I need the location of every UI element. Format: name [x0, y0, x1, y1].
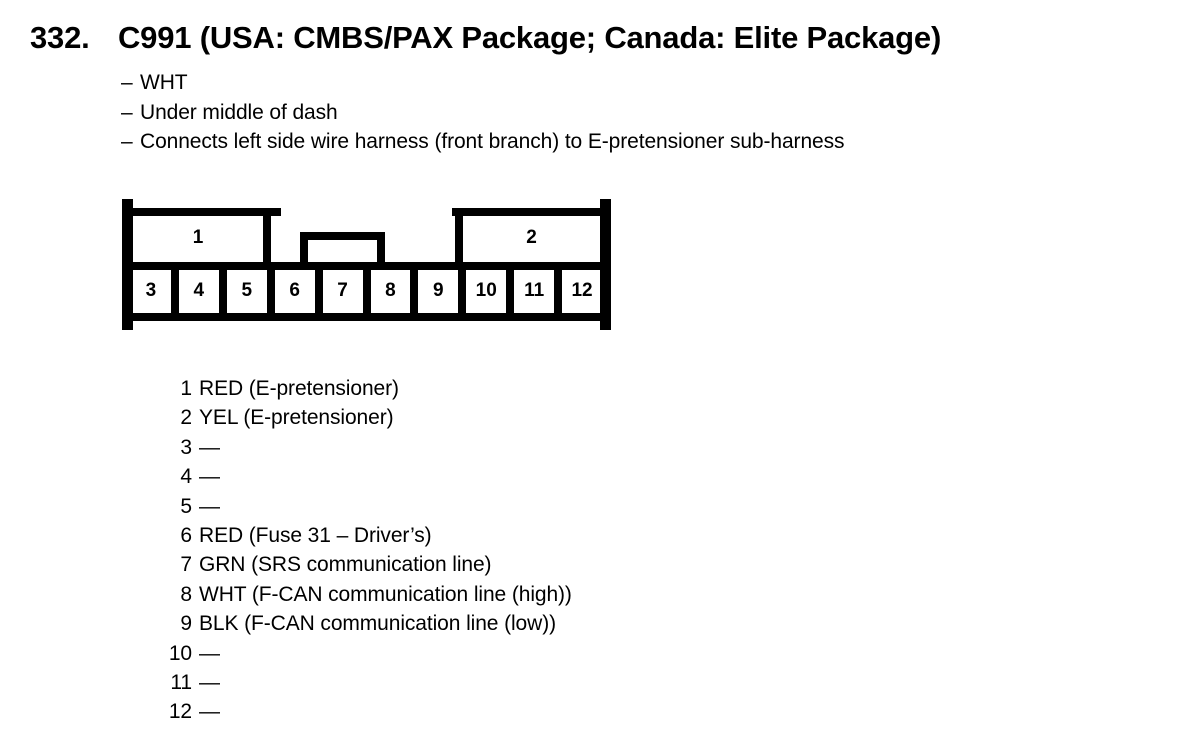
- pin-list-number: 6: [180, 523, 192, 547]
- pin-list-row: 11 —: [140, 668, 1040, 697]
- description-line-text: WHT: [140, 71, 188, 94]
- connector-pin-divider: [506, 262, 515, 321]
- page-title: 332. C991 (USA: CMBS/PAX Package; Canada:…: [30, 19, 1190, 59]
- connector-top-rail-left: [127, 208, 281, 216]
- pin-list-description: —: [199, 465, 220, 489]
- connector-notch-bottom-left: [127, 321, 133, 330]
- pin-list-number: 11: [170, 670, 192, 694]
- connector-top-rail-right: [452, 208, 605, 216]
- pin-list-row: 9 BLK (F-CAN communication line (low)): [140, 609, 1040, 638]
- pin-list-row: 3—: [140, 433, 1040, 462]
- connector-pin-divider: [362, 262, 371, 321]
- pin-list-number: 7: [180, 553, 192, 577]
- connector-pin-divider: [458, 262, 467, 321]
- pin-list-row: 2 YEL (E-pretensioner): [140, 403, 1040, 432]
- pin-list-description: BLK (F-CAN communication line (low)): [199, 612, 556, 636]
- connector-block1-edge: [263, 208, 271, 270]
- pin-list-number: 9: [180, 612, 192, 636]
- connector-pin-8: 8: [385, 280, 396, 301]
- pin-list-number: 3: [180, 435, 192, 459]
- description-line-text: Under middle of dash: [140, 100, 338, 124]
- connector-pin-5: 5: [241, 280, 253, 301]
- connector-pin-3: 3: [145, 280, 157, 301]
- connector-diagram: 1 2 3 4 5 6 7 8 9 10 11 12: [122, 199, 611, 330]
- connector-pin-divider: [170, 262, 179, 321]
- pin-list-row: 10 —: [140, 639, 1040, 668]
- connector-center-tab-left: [300, 232, 308, 270]
- page-title-text: C991 (USA: CMBS/PAX Package; Canada: Eli…: [118, 20, 942, 55]
- connector-pin-10: 10: [475, 280, 497, 301]
- pin-list-description: —: [199, 670, 220, 694]
- pin-list-number: 4: [180, 465, 192, 489]
- connector-block2-edge: [455, 208, 463, 270]
- connector-block-label-1: 1: [192, 227, 204, 248]
- connector-pin-12: 12: [571, 280, 593, 301]
- description-dash: –: [121, 71, 133, 94]
- description-line: –WHT: [121, 68, 1121, 98]
- connector-pin-4: 4: [193, 280, 205, 301]
- pin-list-description: —: [199, 700, 220, 724]
- connector-block-label-2: 2: [526, 227, 537, 248]
- pin-list-row: 6 RED (Fuse 31 – Driver’s): [140, 521, 1040, 550]
- pin-list-row: 5—: [140, 492, 1040, 521]
- connector-center-tab-top: [300, 232, 385, 240]
- pin-list-description: —: [199, 641, 220, 665]
- pin-assignment-list: 1 RED (E-pretensioner) 2 YEL (E-pretensione…: [140, 374, 1040, 727]
- pin-list-number: 12: [168, 700, 192, 724]
- pin-list-description: —: [199, 435, 220, 459]
- description-line-text: Connects left side wire harness (front b…: [140, 130, 845, 153]
- pin-list-row: 4—: [140, 462, 1040, 491]
- pin-list-description: WHT (F-CAN communication line (high)): [199, 582, 572, 606]
- connector-pin-6: 6: [289, 280, 300, 301]
- pin-list-row: 12 —: [140, 697, 1040, 726]
- pin-list-description: YEL (E-pretensioner): [199, 406, 394, 430]
- description-line: –Under middle of dash: [121, 98, 1121, 128]
- pin-list-row: 1 RED (E-pretensioner): [140, 374, 1040, 403]
- description-list: –WHT –Under middle of dash –Connects lef…: [121, 68, 1121, 157]
- description-line: –Connects left side wire harness (front …: [121, 127, 1121, 157]
- connector-pin-divider: [554, 262, 563, 321]
- pin-list-number: 2: [180, 406, 192, 430]
- connector-pin-11: 11: [524, 280, 545, 301]
- pin-list-row: 8 WHT (F-CAN communication line (high)): [140, 580, 1040, 609]
- description-dash: –: [121, 100, 133, 124]
- connector-pin-9: 9: [433, 280, 444, 301]
- pin-list-description: RED (Fuse 31 – Driver’s): [199, 523, 432, 547]
- pin-list-row: 7 GRN (SRS communication line): [140, 550, 1040, 579]
- connector-pin-divider: [410, 262, 419, 321]
- pin-list-number: 8: [180, 582, 192, 606]
- pin-list-description: GRN (SRS communication line): [199, 553, 492, 577]
- pin-list-number: 10: [168, 641, 192, 665]
- connector-pin-7: 7: [337, 280, 348, 301]
- pin-list-number: 1: [180, 377, 192, 400]
- connector-pin-divider: [218, 262, 227, 321]
- pin-list-number: 5: [180, 494, 192, 518]
- description-dash: –: [121, 130, 133, 153]
- page-title-number: 332.: [30, 20, 90, 55]
- connector-pin-divider: [314, 262, 323, 321]
- connector-pin-divider: [266, 262, 275, 321]
- pin-list-description: RED (E-pretensioner): [199, 377, 399, 400]
- connector-notch-bottom-right: [600, 321, 606, 330]
- connector-notch-top-right: [600, 199, 606, 208]
- connector-center-tab-right: [377, 232, 385, 270]
- connector-notch-top-left: [127, 199, 133, 208]
- pin-list-description: —: [199, 494, 220, 518]
